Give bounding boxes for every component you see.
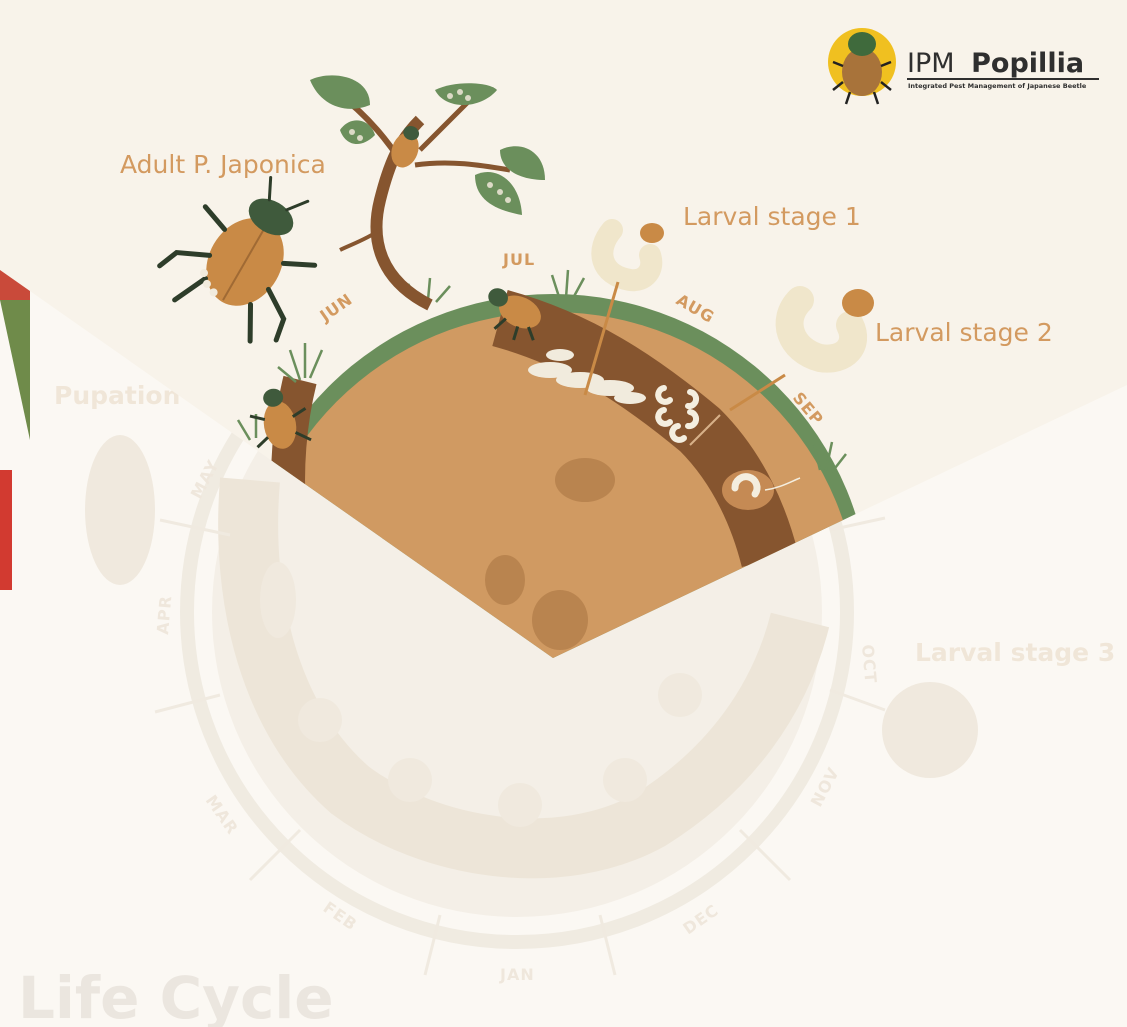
page-title: Life Cycle [18, 964, 334, 1027]
logo-name: Popillia [971, 48, 1084, 79]
larval-stage-1-label: Larval stage 1 [683, 202, 861, 231]
svg-text:IPM Popillia: IPM Popillia [907, 48, 1084, 79]
adult-label: Adult P. Japonica [120, 150, 326, 179]
logo-prefix: IPM [907, 48, 955, 79]
month-oct: OCT [858, 644, 880, 685]
logo-tagline: Integrated Pest Management of Japanese B… [908, 82, 1087, 90]
month-jan: JAN [499, 965, 535, 984]
larval-stage-3-label: Larval stage 3 [915, 638, 1115, 667]
pupation-label: Pupation [54, 381, 180, 410]
month-jul: JUL [502, 250, 535, 269]
red-marker [0, 470, 12, 590]
larval-stage-2-label: Larval stage 2 [875, 318, 1053, 347]
month-apr: APR [153, 594, 175, 635]
